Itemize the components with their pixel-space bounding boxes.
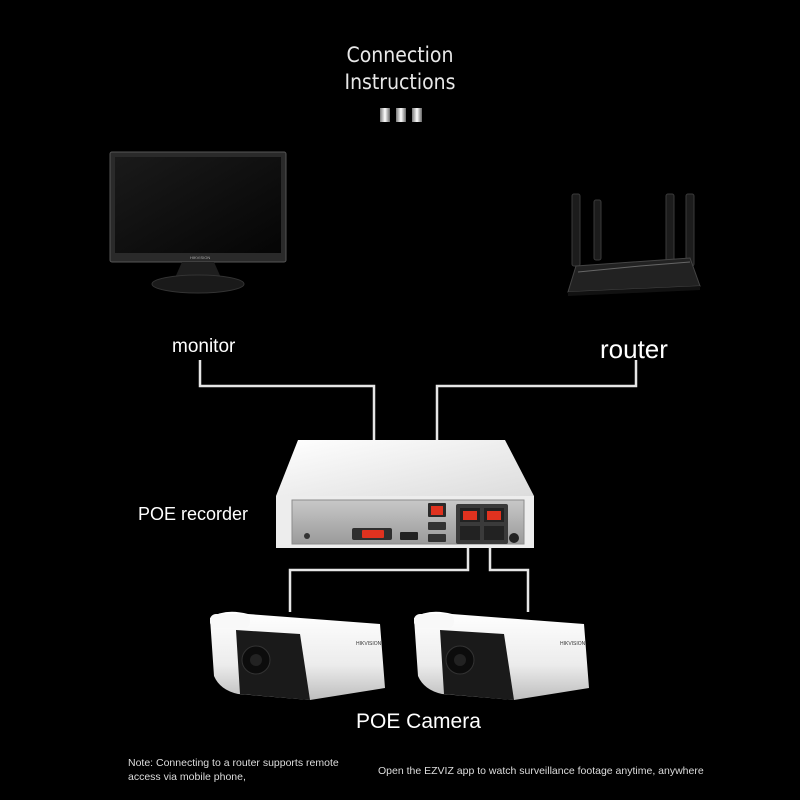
app-note: Open the EZVIZ app to watch surveillance… bbox=[378, 765, 704, 777]
poe-recorder-device bbox=[276, 440, 534, 548]
poe-camera-1: HIKVISION bbox=[210, 611, 385, 700]
monitor-label: monitor bbox=[172, 336, 236, 357]
camera-label: POE Camera bbox=[356, 710, 481, 733]
router-label: router bbox=[600, 334, 668, 364]
diagram-title: Connection Instructions bbox=[0, 42, 800, 96]
poe-camera-2: HIKVISION bbox=[414, 611, 589, 700]
title-mark bbox=[412, 108, 422, 122]
title-line-2: Instructions bbox=[344, 70, 456, 94]
recorder-label: POE recorder bbox=[138, 504, 249, 524]
camera-1-brand: HIKVISION bbox=[356, 641, 382, 647]
camera-2-brand: HIKVISION bbox=[560, 641, 586, 647]
title-mark bbox=[396, 108, 406, 122]
title-decoration bbox=[380, 108, 424, 122]
title-line-1: Connection bbox=[346, 43, 454, 67]
title-mark bbox=[380, 108, 390, 122]
router-device bbox=[567, 193, 701, 296]
monitor-brand: HIKVISION bbox=[190, 255, 210, 260]
router-note: Note: Connecting to a router supports re… bbox=[128, 757, 339, 783]
monitor-device: HIKVISION bbox=[109, 151, 287, 294]
